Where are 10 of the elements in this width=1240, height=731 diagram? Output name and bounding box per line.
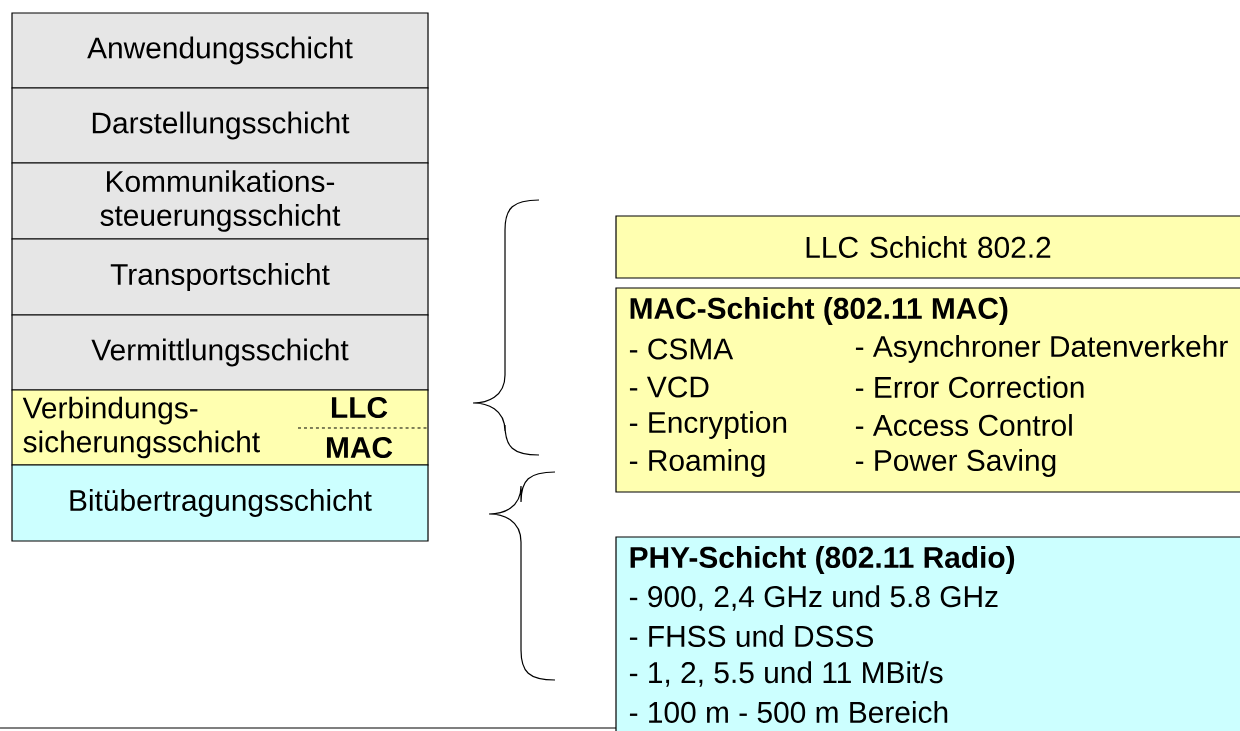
protocol-box: PHY-Schicht (802.11 Radio) - 900, 2,4 GHz und 5.8 GHz - FHSS und DSSS - 1, 2, 5.5 und 11 MBit/s - 100 m - 500 m Bereich (615, 536, 1240, 731)
layer-box: Bitübertragungsschicht (11, 464, 429, 542)
layer-box: Anwendungsschicht (11, 12, 429, 89)
protocol-box: MAC-Schicht (802.11 MAC) - CSMA - Asynchroner Datenverkehr - VCD - Error Correction - Encryption - Access Control - Roaming - Power Saving (615, 287, 1240, 493)
layer-box: Kommunikations- steuerungsschicht (11, 162, 429, 240)
layer-box: Vermittlungsschicht (11, 314, 429, 391)
protocol-box: LLC Schicht 802.2 (615, 215, 1240, 279)
layer-box: Verbindungs- sicherungsschicht LLC MAC (11, 389, 429, 466)
layer-box: Darstellungsschicht (11, 87, 429, 164)
layer-box: Transportschicht (11, 238, 429, 316)
